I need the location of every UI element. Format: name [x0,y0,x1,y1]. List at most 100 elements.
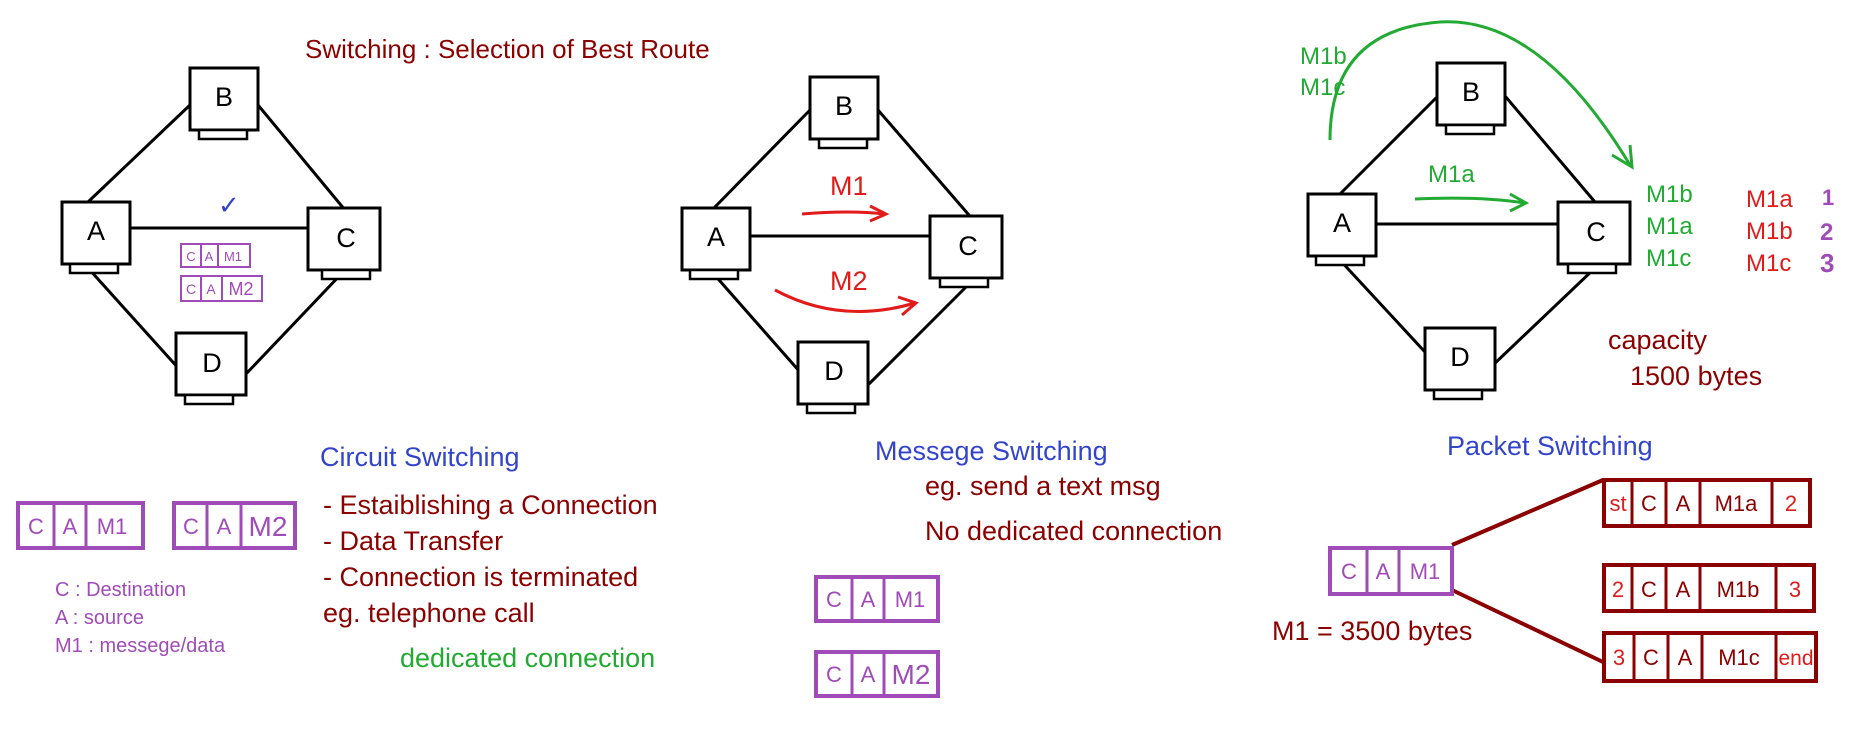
circuit-step-2: - Data Transfer [323,526,503,556]
packet-size-note: M1 = 3500 bytes [1272,616,1472,646]
arrival-order-2: M1a [1646,213,1693,240]
fragment-m1c-dest: C [1643,645,1659,670]
node-d-label: D [824,356,844,386]
node-d-label: D [1450,342,1470,372]
fragment-m1c-tail: end [1778,647,1813,670]
fragment-m1a-src: A [1676,491,1691,516]
packet-source-dest: C [1341,559,1357,584]
fragment-m1b-head: 2 [1612,577,1624,602]
packet-route-label-m1a: M1a [1428,161,1475,188]
node-b: B [808,75,880,150]
fragment-m1c: 3 C A M1c end [1602,631,1818,683]
circuit-heading: Circuit Switching [320,442,520,472]
circuit-mini-packet-1: C A M1 [180,243,251,268]
capacity-label: capacity [1608,325,1708,355]
fragment-m1a-tail: 2 [1785,491,1797,516]
packet-arrow-middle [1414,192,1530,213]
sequence-1: 1 [1822,185,1834,210]
node-a-label: A [1333,208,1351,238]
packet-source-src: A [1376,559,1391,584]
circuit-mini-packet-2: C A M2 [180,275,263,302]
message-arrow-m1 [801,204,890,223]
legend-destination: C : Destination [55,579,186,601]
packet-source: C A M1 [1328,546,1454,596]
node-d: D [1423,326,1497,401]
message-network [710,108,977,387]
packet-route-label-m1b: M1b [1300,43,1347,70]
message-heading: Messege Switching [875,436,1108,466]
diagram-title: Switching : Selection of Best Route [305,34,710,64]
fragment-m1c-data: M1c [1718,645,1760,670]
fragment-m1b: 2 C A M1b 3 [1602,563,1816,613]
circuit-packet-2-src: A [217,514,232,539]
arrival-order-3: M1c [1646,245,1691,272]
circuit-packet-2: C A M2 [172,501,297,550]
mini-packet-2-dest: C [186,281,196,297]
message-packet-1: C A M1 [814,575,940,623]
node-c-label: C [1586,217,1606,247]
node-b-label: B [1462,77,1480,107]
node-d-label: D [202,348,222,378]
node-b-label: B [215,82,233,112]
mini-packet-2-src: A [206,281,216,297]
node-a-label: A [87,216,105,246]
reassembled-1: M1a [1746,186,1793,213]
circuit-packet-2-dest: C [183,514,199,539]
circuit-example: eg. telephone call [323,598,535,628]
message-packet-2: C A M2 [814,650,940,698]
fragment-m1b-data: M1b [1717,577,1760,602]
node-a: A [1306,192,1378,267]
link-a-d [710,271,802,373]
packet-nodes: B A C D [1306,61,1632,401]
message-arrow-m2 [774,288,919,317]
circuit-step-1: - Estaiblishing a Connection [323,490,658,520]
packet-network [1336,94,1597,368]
message-packet-2-src: A [861,662,876,687]
message-route-label-m2: M2 [830,266,868,296]
node-a: A [60,200,132,275]
sequence-3: 3 [1820,248,1834,278]
reassembled-3: M1c [1746,250,1791,277]
circuit-note: dedicated connection [400,643,655,673]
node-c-label: C [336,223,356,253]
fragment-m1c-src: A [1678,645,1693,670]
node-c: C [306,206,382,281]
link-b-c [256,104,347,211]
circuit-nodes: B A C D [60,66,382,406]
message-example: eg. send a text msg [925,471,1161,501]
message-packet-1-msg: M1 [895,587,926,612]
circuit-step-3: - Connection is terminated [323,562,638,592]
message-packet-2-dest: C [826,662,842,687]
reassembled-2: M1b [1746,218,1793,245]
message-packet-1-src: A [861,587,876,612]
circuit-network [86,103,347,377]
mini-packet-1-src: A [205,249,214,264]
link-d-c [866,283,970,387]
packet-fan-lines [1451,478,1604,664]
fragment-m1c-head: 3 [1613,645,1625,670]
fragment-m1a-data: M1a [1715,491,1759,516]
mini-packet-1-dest: C [186,249,195,264]
circuit-packet-1-src: A [63,514,78,539]
link-a-b [86,103,192,204]
circuit-packet-1-dest: C [28,514,44,539]
mini-packet-2-msg: M2 [228,279,253,299]
node-c-label: C [958,231,978,261]
node-c: C [1556,200,1632,275]
fragment-m1a: st C A M1a 2 [1602,478,1812,528]
message-packet-2-msg: M2 [892,659,931,690]
link-a-b [710,108,812,212]
link-b-c [876,109,977,223]
message-route-label-m1: M1 [830,171,868,201]
capacity-value: 1500 bytes [1630,361,1762,391]
link-a-d [1336,256,1427,354]
link-a-d [86,266,182,372]
sequence-2: 2 [1820,219,1833,246]
fragment-m1b-dest: C [1641,577,1657,602]
node-c: C [928,214,1004,289]
circuit-packet-2-msg: M2 [249,511,288,542]
legend-source: A : source [55,607,144,629]
fragment-m1a-dest: C [1641,491,1657,516]
node-b: B [1435,61,1507,136]
